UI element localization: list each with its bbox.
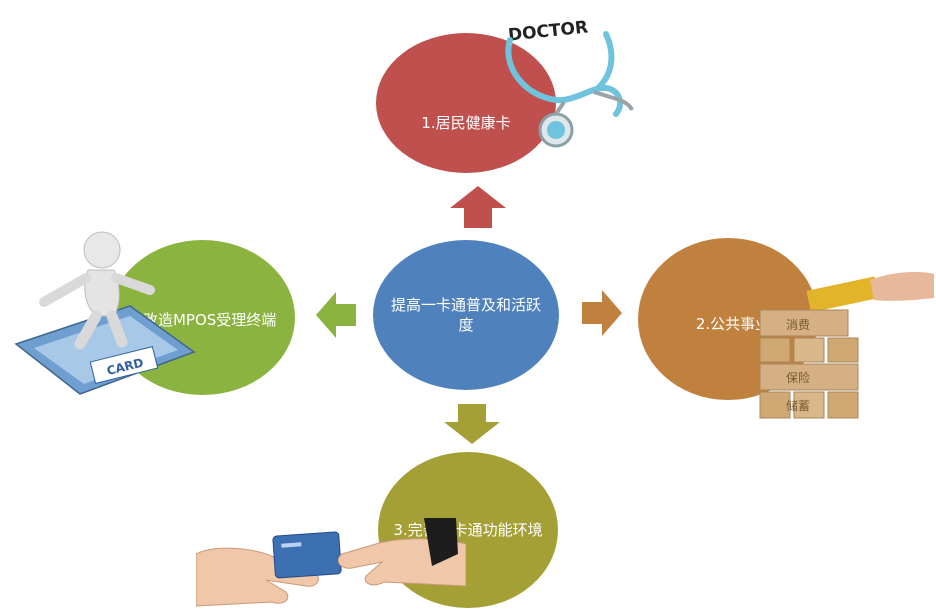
block-label-savings: 储蓄 [786, 398, 810, 413]
arrow-down-icon [444, 404, 500, 444]
arrow-left-shape [316, 292, 356, 338]
arrow-right-shape [582, 290, 622, 336]
node-center-label: 提高一卡通普及和活跃度 [391, 296, 542, 334]
block-label-insurance: 保险 [786, 370, 810, 385]
wooden-blocks-icon: 消费 保险 储蓄 [759, 272, 934, 419]
arrow-up-shape [450, 186, 506, 228]
block-label-consume: 消费 [786, 318, 810, 332]
doctor-badge-text: DOCTOR [507, 17, 589, 45]
node-center-goal: 提高一卡通普及和活跃度 [373, 240, 559, 390]
node-mpos-terminal-label: 4.改造MPOS受理终端 [128, 310, 277, 329]
card-handover-icon [196, 518, 466, 607]
arrow-left-icon [316, 292, 356, 338]
stethoscope-icon: DOCTOR [505, 17, 634, 148]
arrow-down-shape [444, 404, 500, 444]
node-health-card: 1.居民健康卡 [376, 33, 556, 173]
arrow-right-icon [582, 290, 622, 336]
card-surfer-icon: CARD [14, 231, 196, 395]
node-health-card-label: 1.居民健康卡 [421, 114, 511, 132]
arrow-up-icon [450, 186, 506, 228]
